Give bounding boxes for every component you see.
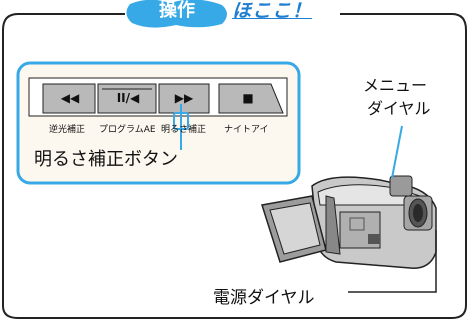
camcorder-illustration xyxy=(261,175,437,269)
button-label-back-light: 逆光補正 xyxy=(49,125,86,135)
title-splash xyxy=(126,0,227,28)
heading-sub: ほここ！ xyxy=(232,0,313,22)
callout-power-dial: 電源ダイヤル xyxy=(213,288,315,308)
rewind-icon: ◀◀ xyxy=(60,91,80,105)
button-back-light xyxy=(42,83,96,114)
power-dial-leader xyxy=(348,230,437,293)
fast-forward-icon: ▶▶ xyxy=(174,91,194,105)
callout-brightness-button: 明るさ補正ボタン xyxy=(34,149,178,170)
pause-reverse-icon: II/◀ xyxy=(116,91,140,105)
button-night-eye xyxy=(218,83,284,114)
stop-icon: ■ xyxy=(242,91,254,105)
heading-main: 操作 xyxy=(159,0,195,21)
button-label-program-ae: プログラムAE xyxy=(99,125,156,135)
button-label-brightness: 明るさ補正 xyxy=(161,125,207,135)
callout-menu-dial-line2: ダイヤル xyxy=(367,99,431,118)
brightness-marker xyxy=(173,112,189,130)
button-brightness xyxy=(158,83,210,114)
button-label-night-eye: ナイトアイ xyxy=(224,125,269,135)
panel-frame xyxy=(2,13,467,319)
callout-menu-dial-line1: メニュー xyxy=(363,76,428,95)
menu-dial-leader xyxy=(391,125,403,179)
